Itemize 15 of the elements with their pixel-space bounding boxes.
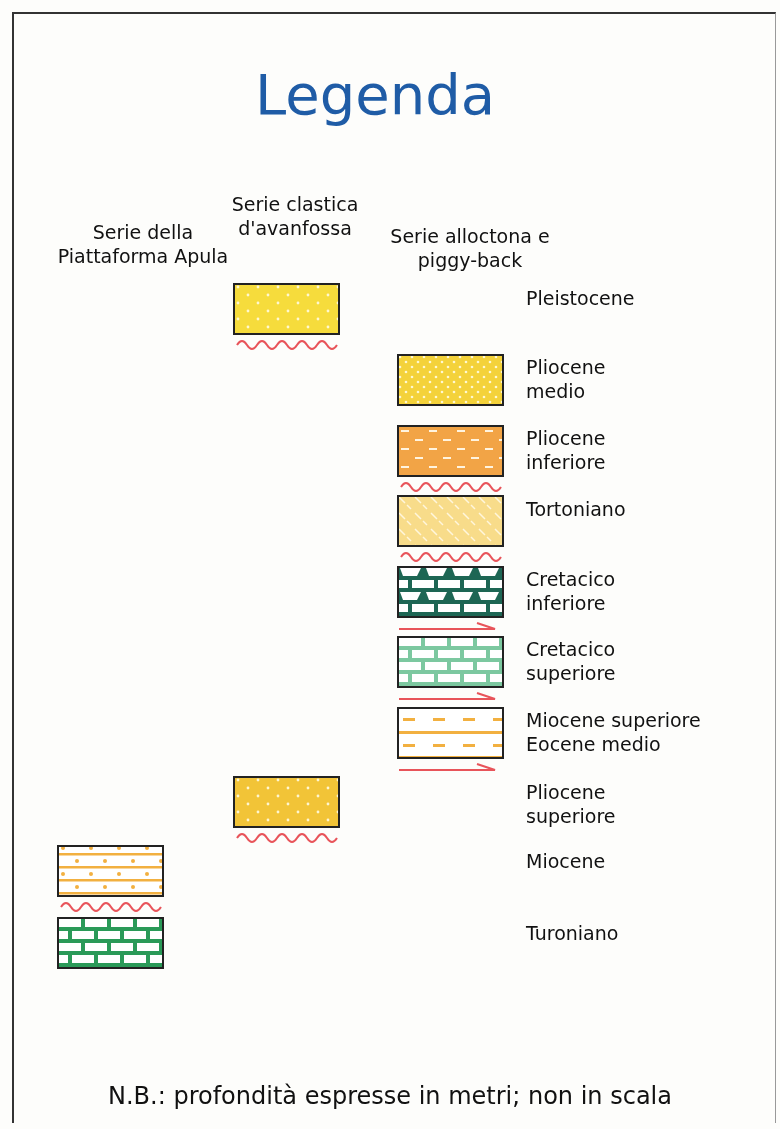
legend-text: Pliocene superiore — [526, 780, 617, 828]
legend-text: Pleistocene — [526, 286, 636, 310]
legend-text: Miocene superiore Eocene medio — [526, 708, 702, 756]
legend-text: Miocene — [526, 849, 607, 873]
column-heading: Serie della Piattaforma Apula — [56, 220, 230, 268]
legend-text: Cretacico inferiore — [526, 567, 617, 615]
legend-text: Turoniano — [526, 921, 620, 945]
column-heading: Serie clastica d'avanfossa — [230, 192, 360, 240]
title: Legenda — [254, 62, 496, 127]
legend-text: Cretacico superiore — [526, 637, 617, 685]
note: N.B.: profondità espresse in metri; non in scala — [107, 1082, 673, 1110]
legend-text: Pliocene inferiore — [526, 426, 607, 474]
legend-text: Tortoniano — [526, 497, 627, 521]
column-heading: Serie alloctona e piggy-back — [389, 224, 551, 272]
legend-text: Pliocene medio — [526, 355, 607, 403]
